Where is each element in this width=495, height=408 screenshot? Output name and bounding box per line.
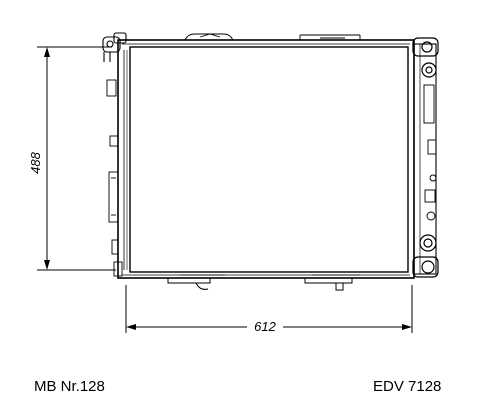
height-dimension-label: 488 — [28, 151, 43, 173]
right-tank — [413, 43, 437, 275]
top-tank-details — [184, 33, 361, 41]
radiator-body — [117, 39, 415, 279]
top-right-filler-neck — [412, 37, 439, 78]
width-dimension — [125, 285, 413, 333]
bottom-mounts — [167, 274, 360, 291]
left-tank-details — [106, 79, 123, 277]
bottom-right-outlets — [412, 234, 439, 278]
part-number-label: EDV 7128 — [373, 378, 442, 395]
width-dimension-label: 612 — [254, 319, 276, 334]
right-side-fittings — [423, 84, 437, 221]
height-dimension — [37, 46, 116, 271]
model-label: MB Nr.128 — [34, 378, 105, 395]
top-left-mount — [102, 32, 127, 62]
